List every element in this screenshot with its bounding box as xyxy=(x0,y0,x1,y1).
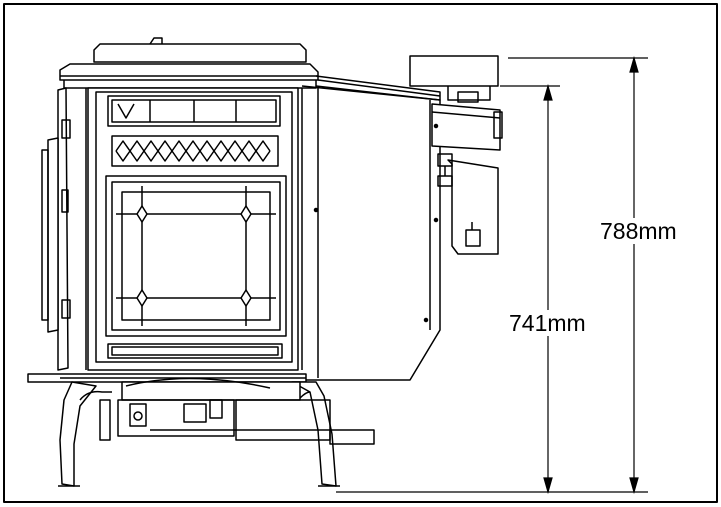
stove-glass-door xyxy=(105,175,287,337)
stove-ash-lip xyxy=(107,343,283,359)
dimension-label-flue-height: 741mm xyxy=(509,310,586,336)
rear-vent-pipe xyxy=(431,103,503,151)
stove-front-frame xyxy=(85,87,303,371)
stove-side-door xyxy=(41,87,71,371)
stove-top-grill xyxy=(107,95,281,127)
stove-side-rivets xyxy=(313,123,439,323)
stove-top-plate xyxy=(59,37,319,89)
stove-burn-mechanism xyxy=(99,377,375,445)
dimension-line-788 xyxy=(336,55,648,495)
stove-side-body xyxy=(301,85,441,381)
flue-collar xyxy=(409,55,499,103)
dimension-line-741 xyxy=(500,83,560,495)
rear-fan-unit xyxy=(437,153,499,255)
stove-lattice-band xyxy=(111,135,279,167)
stove-base-plate xyxy=(27,373,307,383)
drawing-frame xyxy=(3,3,718,503)
dimension-label-overall-height: 788mm xyxy=(600,218,677,244)
stove-legs xyxy=(58,381,340,487)
